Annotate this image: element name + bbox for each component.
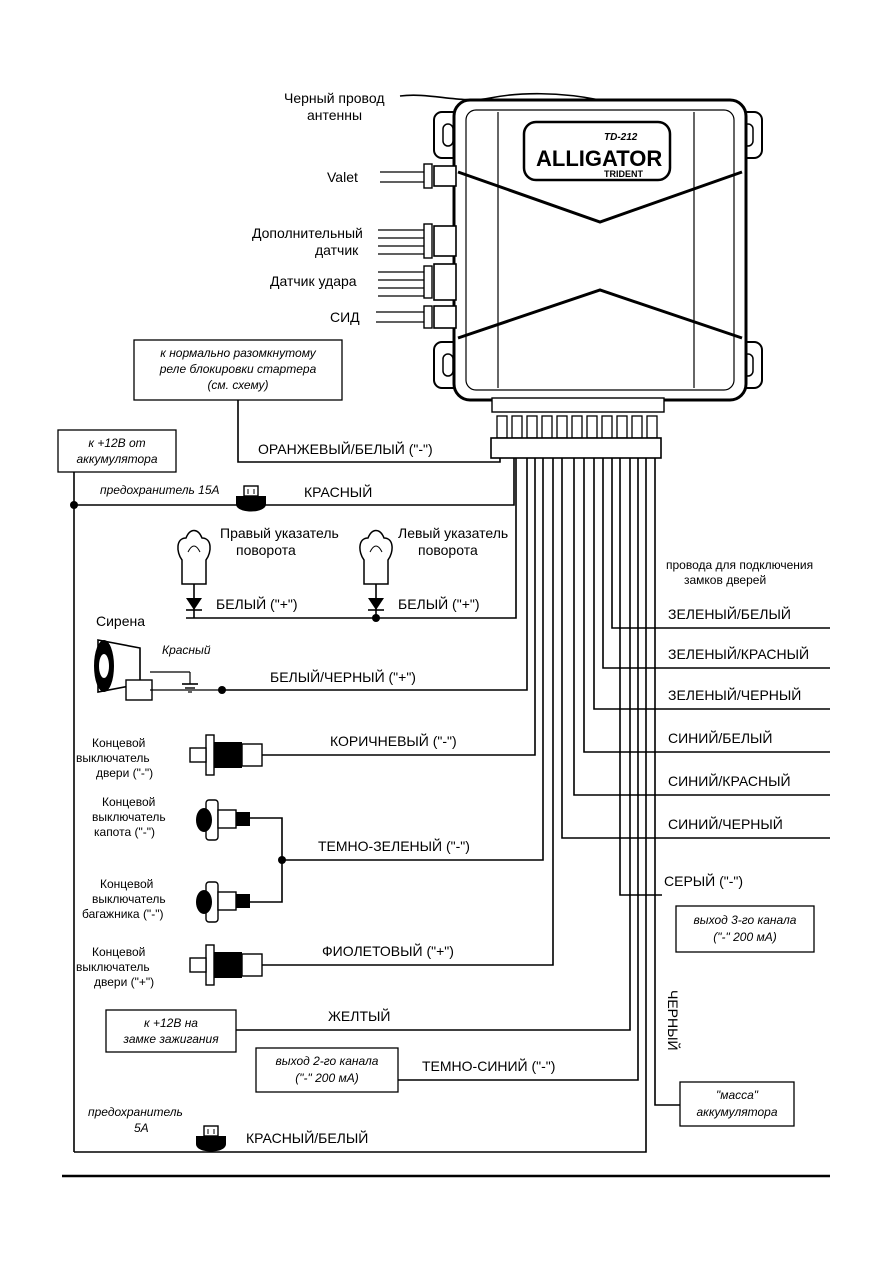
wire-gray: СЕРЫЙ ("-") bbox=[664, 872, 743, 889]
svg-text:(см. схему): (см. схему) bbox=[207, 378, 268, 392]
door-minus-label-2: выключатель bbox=[76, 751, 150, 765]
lock-wire-green-black: ЗЕЛЕНЫЙ/ЧЕРНЫЙ bbox=[668, 686, 801, 703]
svg-text:аккумулятора: аккумулятора bbox=[696, 1105, 777, 1119]
brand-logo: ALLIGATOR bbox=[536, 146, 662, 171]
fuse-15a bbox=[236, 485, 266, 512]
svg-text:к +12В от: к +12В от bbox=[88, 436, 145, 450]
lock-wire-blue-red: СИНИЙ/КРАСНЫЙ bbox=[668, 772, 791, 789]
trunk-label-2: выключатель bbox=[92, 892, 166, 906]
wire-red-white: КРАСНЫЙ/БЕЛЫЙ bbox=[246, 1129, 368, 1146]
lock-wire-blue-white: СИНИЙ/БЕЛЫЙ bbox=[668, 729, 772, 746]
channel2-box: выход 2-го канала ("-" 200 мА) bbox=[255, 1047, 399, 1093]
wire-dark-blue: ТЕМНО-СИНИЙ ("-") bbox=[422, 1057, 555, 1074]
wire-brown: КОРИЧНЕВЫЙ ("-") bbox=[330, 732, 457, 749]
series-label: TRIDENT bbox=[604, 169, 643, 179]
svg-text:к нормально разомкнутому: к нормально разомкнутому bbox=[160, 346, 317, 360]
right-turn-label-2: поворота bbox=[236, 542, 296, 558]
ground-box: "масса" аккумулятора bbox=[679, 1081, 795, 1127]
door-switch-minus bbox=[189, 734, 263, 776]
battery-12v-box: к +12В от аккумулятора bbox=[57, 429, 177, 473]
svg-text:замке зажигания: замке зажигания bbox=[122, 1032, 219, 1046]
trunk-label-3: багажника ("-") bbox=[82, 907, 163, 921]
ignition-12v-box: к +12В на замке зажигания bbox=[105, 1009, 237, 1053]
door-locks-title: провода для подключения bbox=[666, 558, 813, 572]
hood-switch bbox=[196, 799, 250, 841]
door-minus-label-3: двери ("-") bbox=[96, 766, 153, 780]
wire-white-black: БЕЛЫЙ/ЧЕРНЫЙ ("+") bbox=[270, 668, 416, 685]
wire-orange-white: ОРАНЖЕВЫЙ/БЕЛЫЙ ("-") bbox=[258, 440, 433, 457]
svg-text:реле блокировки стартера: реле блокировки стартера bbox=[159, 362, 317, 376]
door-plus-label-2: выключатель bbox=[76, 960, 150, 974]
extra-sensor-label: Дополнительный bbox=[252, 225, 363, 241]
siren-red-label: Красный bbox=[162, 643, 211, 657]
svg-text:("-" 200 мА): ("-" 200 мА) bbox=[295, 1071, 358, 1085]
left-turn-label: Левый указатель bbox=[398, 525, 508, 541]
alarm-unit: TD-212 ALLIGATOR TRIDENT bbox=[376, 92, 763, 459]
door-plus-label-3: двери ("+") bbox=[94, 975, 154, 989]
svg-text:выход 2-го канала: выход 2-го канала bbox=[276, 1054, 379, 1068]
valet-label: Valet bbox=[327, 169, 358, 185]
starter-relay-box: к нормально разомкнутому реле блокировки… bbox=[133, 339, 343, 401]
door-switch-plus bbox=[189, 944, 263, 986]
extra-sensor-label-2: датчик bbox=[315, 242, 359, 258]
hood-label-2: выключатель bbox=[92, 810, 166, 824]
wire-yellow: ЖЕЛТЫЙ bbox=[328, 1007, 390, 1024]
lock-wire-green-white: ЗЕЛЕНЫЙ/БЕЛЫЙ bbox=[668, 605, 791, 622]
svg-text:"масса": "масса" bbox=[716, 1088, 759, 1102]
wire-white-1: БЕЛЫЙ ("+") bbox=[216, 595, 298, 612]
svg-text:к +12В на: к +12В на bbox=[144, 1016, 198, 1030]
fuse5-label-2: 5А bbox=[134, 1121, 149, 1135]
wire-dark-green: ТЕМНО-ЗЕЛЕНЫЙ ("-") bbox=[318, 837, 470, 854]
lock-wire-green-red: ЗЕЛЕНЫЙ/КРАСНЫЙ bbox=[668, 645, 809, 662]
siren bbox=[94, 639, 222, 701]
fuse-5a bbox=[196, 1125, 226, 1152]
model-label: TD-212 bbox=[604, 132, 638, 143]
channel3-box: выход 3-го канала ("-" 200 мА) bbox=[675, 905, 815, 953]
hood-label: Концевой bbox=[102, 795, 155, 809]
door-minus-label: Концевой bbox=[92, 736, 145, 750]
fuse5-label: предохранитель bbox=[88, 1105, 183, 1119]
svg-text:выход 3-го канала: выход 3-го канала bbox=[694, 913, 797, 927]
led-label: СИД bbox=[330, 309, 360, 325]
svg-text:("-" 200 мА): ("-" 200 мА) bbox=[713, 930, 776, 944]
antenna-label: Черный провод bbox=[284, 90, 385, 106]
siren-label: Сирена bbox=[96, 613, 145, 629]
wire-violet: ФИОЛЕТОВЫЙ ("+") bbox=[322, 942, 454, 959]
hood-label-3: капота ("-") bbox=[94, 825, 155, 839]
left-turn-lamp bbox=[359, 529, 393, 618]
wire-black: ЧЕРНЫЙ bbox=[665, 990, 682, 1051]
antenna-label-2: антенны bbox=[307, 107, 362, 123]
svg-text:аккумулятора: аккумулятора bbox=[76, 452, 157, 466]
harness-wires bbox=[73, 372, 830, 1153]
wire-red: КРАСНЫЙ bbox=[304, 483, 372, 500]
left-turn-label-2: поворота bbox=[418, 542, 478, 558]
trunk-label: Концевой bbox=[100, 877, 153, 891]
right-turn-label: Правый указатель bbox=[220, 525, 339, 541]
shock-sensor-label: Датчик удара bbox=[270, 273, 357, 289]
wire-white-2: БЕЛЫЙ ("+") bbox=[398, 595, 480, 612]
trunk-switch bbox=[196, 881, 250, 923]
door-plus-label: Концевой bbox=[92, 945, 145, 959]
right-turn-lamp bbox=[177, 529, 211, 618]
fuse15-label: предохранитель 15А bbox=[100, 483, 220, 497]
lock-wire-blue-black: СИНИЙ/ЧЕРНЫЙ bbox=[668, 815, 783, 832]
door-locks-title-2: замков дверей bbox=[684, 573, 766, 587]
